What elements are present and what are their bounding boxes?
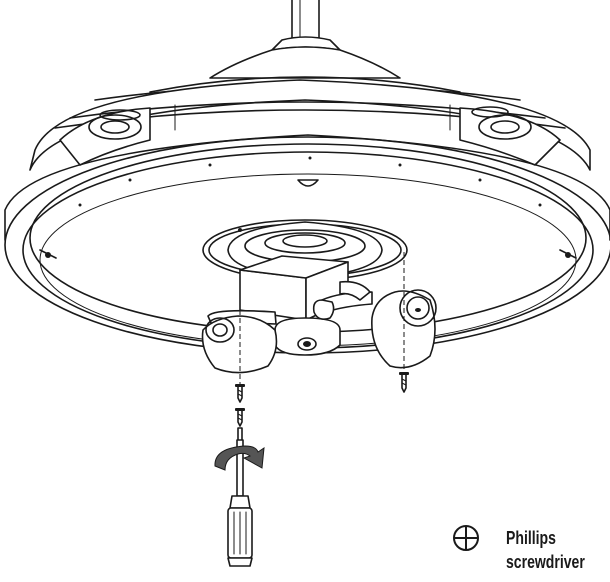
screwdriver [227,408,253,567]
screw-right [399,372,409,393]
tool-legend: Phillips screwdriver [452,520,610,582]
blade-housing [29,79,591,171]
rotation-arrow-icon [214,445,265,471]
screw-left [235,384,245,403]
tool-label: Phillips screwdriver [506,528,585,572]
light-kit [201,255,437,374]
screw-guide-lines [239,252,405,385]
phillips-head-icon [453,525,479,551]
motor-housing [94,36,521,101]
downrod [291,0,320,41]
